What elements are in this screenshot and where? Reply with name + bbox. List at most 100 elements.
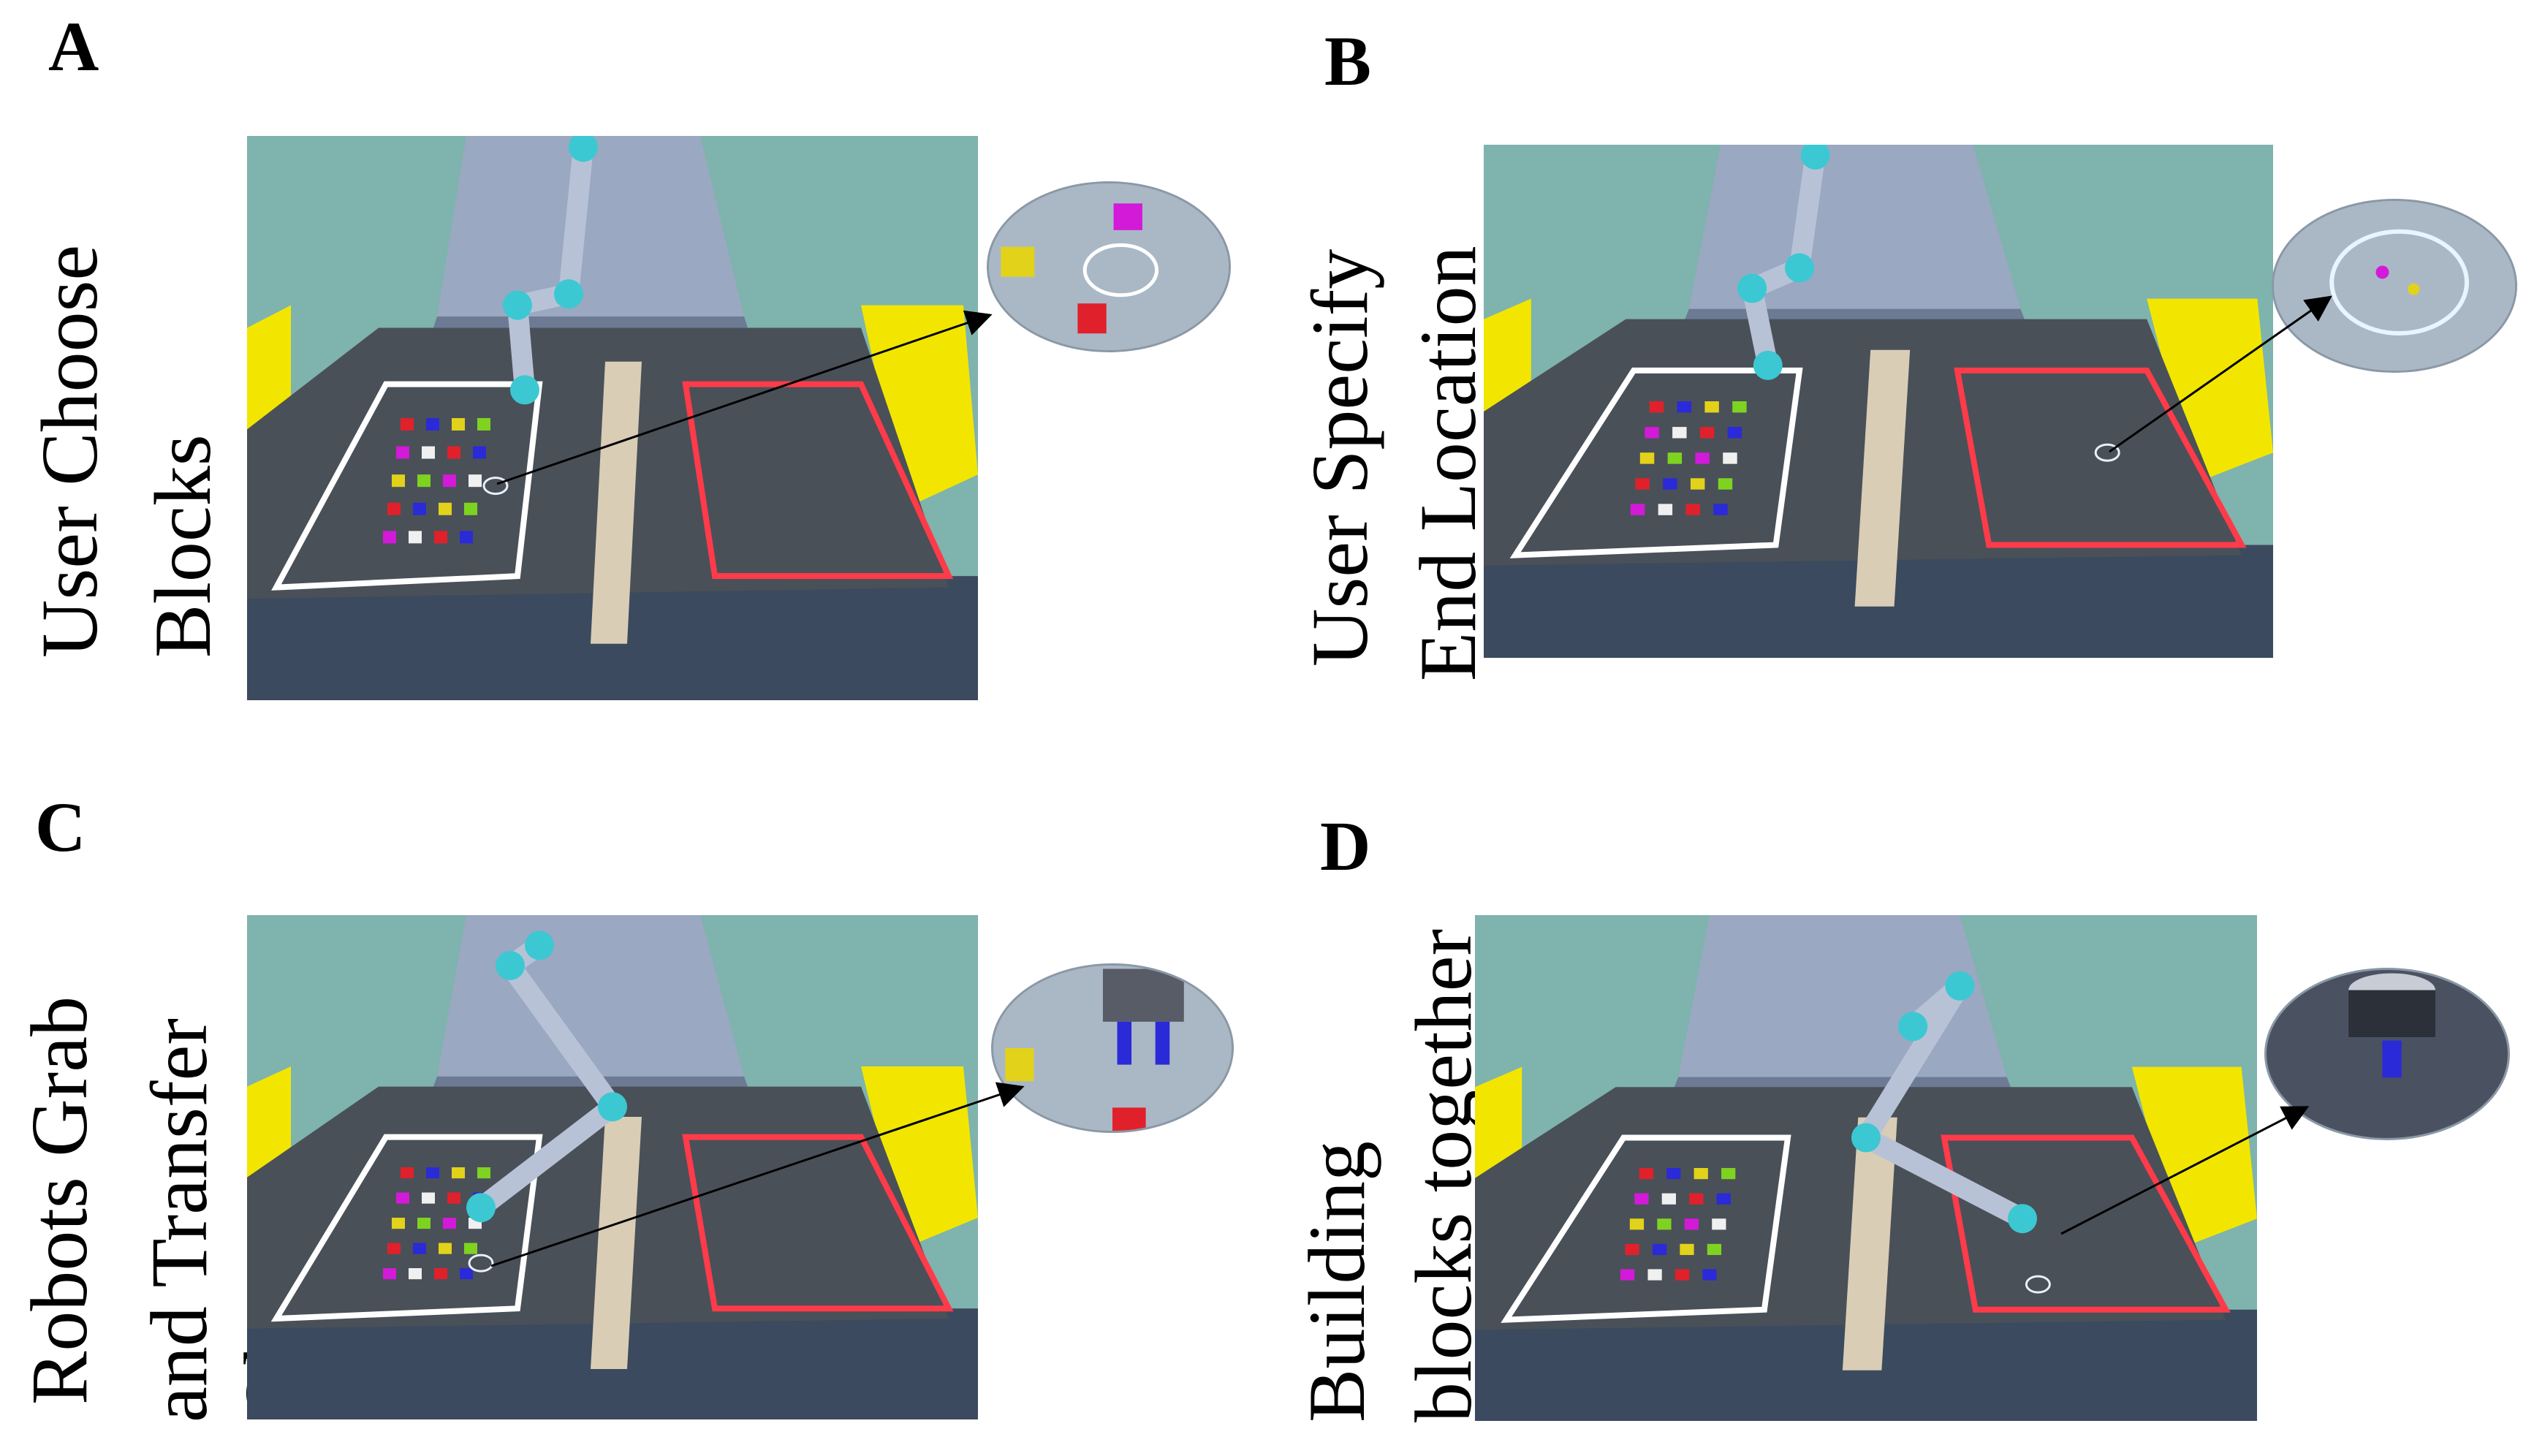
robot-joint — [569, 136, 598, 162]
zoom-ring — [2329, 229, 2470, 335]
block — [1666, 1168, 1681, 1180]
block — [469, 474, 482, 488]
scene-a — [247, 136, 978, 700]
panel-c-label-line2: and Transfer — [134, 1017, 224, 1422]
block — [426, 418, 439, 431]
zoom-dot-magenta — [2375, 265, 2389, 279]
block — [1712, 1218, 1726, 1230]
zoom-gripper — [1102, 968, 1184, 1022]
block — [1649, 401, 1664, 413]
table-top — [1475, 1087, 2226, 1330]
block — [452, 418, 465, 431]
robot-joint — [1898, 1012, 1928, 1042]
white-zone — [1501, 1134, 1791, 1323]
block — [1685, 504, 1700, 515]
block — [1684, 1218, 1699, 1230]
block — [477, 1167, 490, 1179]
robot-joint — [1737, 273, 1767, 303]
block — [426, 1167, 439, 1179]
block — [1639, 452, 1655, 464]
wood-column — [1854, 349, 1911, 607]
block — [460, 531, 473, 544]
block — [1639, 1168, 1653, 1180]
table-top — [1484, 319, 2242, 566]
block — [1663, 478, 1677, 490]
block — [1695, 452, 1710, 464]
robot-joint — [1753, 350, 1783, 380]
block — [1630, 504, 1645, 515]
scene-c — [247, 915, 978, 1419]
robot-joint — [1851, 1123, 1881, 1153]
block — [396, 1192, 409, 1204]
block — [443, 1218, 456, 1229]
zoom-inset-b — [2272, 199, 2517, 373]
robot-arm — [1742, 145, 1826, 376]
wood-column — [1842, 1117, 1897, 1370]
block — [1704, 401, 1719, 413]
block — [1658, 504, 1673, 515]
block — [1657, 1218, 1672, 1230]
block — [477, 418, 490, 431]
zoom-drawing — [993, 966, 1232, 1131]
scene-b — [1484, 145, 2273, 658]
zoom-dot-yellow — [2408, 283, 2420, 295]
panel-a-label-line1: User Choose — [25, 244, 114, 658]
block — [409, 1268, 422, 1280]
block — [1702, 1269, 1717, 1281]
panel-d-label-line1: Building — [1292, 1140, 1381, 1422]
block — [1677, 401, 1692, 413]
block — [1661, 1193, 1676, 1205]
block — [1625, 1243, 1639, 1256]
robot-joint — [466, 1193, 496, 1223]
block — [1732, 401, 1747, 413]
back-shelf — [1688, 145, 2021, 309]
block — [460, 1268, 473, 1280]
block — [1674, 1269, 1690, 1281]
zoom-block-red — [1077, 303, 1107, 334]
block — [392, 474, 405, 488]
block — [1721, 1168, 1736, 1180]
scene-drawing — [1484, 145, 2273, 658]
block — [1629, 1218, 1645, 1230]
block — [383, 1268, 396, 1280]
zoom-inset-a — [987, 181, 1231, 352]
block — [396, 446, 409, 459]
zoom-block-yellow — [1005, 1048, 1034, 1082]
red-zone — [1954, 367, 2247, 548]
block — [464, 1243, 477, 1254]
block — [422, 1192, 435, 1204]
block — [1634, 1193, 1649, 1205]
robot-joint — [1785, 253, 1814, 283]
zoom-block-red — [1112, 1107, 1146, 1131]
robot-arm — [1856, 975, 2033, 1229]
block — [401, 1167, 414, 1179]
block — [1707, 1243, 1722, 1256]
target-ring — [482, 477, 509, 496]
block — [422, 446, 435, 459]
white-zone — [1509, 367, 1803, 558]
block — [1718, 478, 1733, 490]
white-zone — [271, 381, 543, 591]
scene-d — [1475, 915, 2257, 1421]
block — [392, 1218, 405, 1229]
block — [1652, 1243, 1667, 1256]
robot-joint — [1800, 145, 1830, 170]
robot-joint — [1945, 971, 1975, 1001]
block — [383, 531, 396, 544]
block — [387, 1243, 401, 1254]
block — [447, 446, 460, 459]
back-shelf — [437, 915, 744, 1077]
panel-b-label-line2: End Location — [1403, 246, 1493, 681]
robot-joint — [503, 290, 532, 320]
block — [417, 474, 431, 488]
block — [443, 474, 456, 488]
scene-drawing — [247, 136, 978, 700]
block — [409, 531, 422, 544]
block — [1699, 427, 1715, 439]
block — [1690, 478, 1705, 490]
block — [413, 1243, 426, 1254]
panel-letter-b: B — [1324, 22, 1372, 100]
zoom-drawing — [989, 183, 1229, 350]
scene-drawing — [1475, 915, 2257, 1421]
panel-letter-c: C — [35, 788, 86, 866]
